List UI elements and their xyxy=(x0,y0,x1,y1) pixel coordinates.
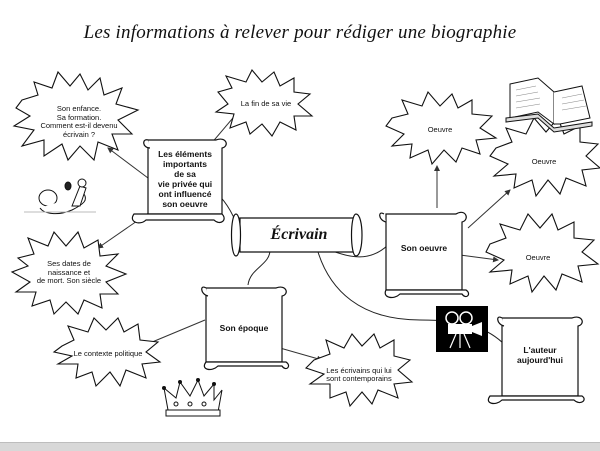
label-oeuvre-3: Oeuvre xyxy=(525,252,551,262)
book-icon xyxy=(505,77,593,133)
arrow-lines xyxy=(97,111,511,362)
auteur-line-2: aujourd'hui xyxy=(517,355,563,365)
bubble-contexte xyxy=(52,317,162,388)
vie-privee-line-3: de sa xyxy=(174,169,196,179)
vie-privee-line-2: importants xyxy=(163,159,207,169)
diagram-title: Les informations à relever pour rédiger … xyxy=(83,22,517,43)
label-contexte: Le contexte politique xyxy=(73,348,143,358)
dates-line-1: Ses dates de xyxy=(47,259,91,269)
dates-line-2: naissance et xyxy=(47,267,91,277)
vie-privee-line-1: Les éléments xyxy=(158,149,212,159)
label-vie-privee: Les éléments importants de sa vie privée… xyxy=(148,148,222,210)
enfance-line-2: Sa formation. xyxy=(56,112,102,122)
vie-privee-line-5: ont influencé xyxy=(158,189,212,199)
label-auteur-aujourdhui: L'auteur aujourd'hui xyxy=(502,340,578,370)
auteur-line-1: L'auteur xyxy=(523,345,557,355)
bubble-oeuvre-1 xyxy=(385,90,498,166)
bottom-scrollbar[interactable] xyxy=(0,442,600,451)
label-son-oeuvre: Son oeuvre xyxy=(400,243,448,253)
scroll-auteur xyxy=(487,316,585,405)
scroll-ecrivain xyxy=(230,213,363,257)
label-son-epoque: Son époque xyxy=(219,323,269,333)
scroll-oeuvre xyxy=(379,211,470,299)
vie-privee-line-4: vie privée qui xyxy=(157,179,213,189)
crown-icon xyxy=(162,378,223,417)
label-fin-vie: La fin de sa vie xyxy=(240,98,292,108)
label-dates: Ses dates de naissance et de mort. Son s… xyxy=(26,256,112,290)
bubble-contemporains xyxy=(304,333,414,408)
bubble-fin-vie xyxy=(214,69,314,137)
enfance-line-4: écrivain ? xyxy=(62,129,96,139)
vie-privee-line-6: son oeuvre xyxy=(162,199,208,209)
enfance-line-1: Son enfance. xyxy=(56,104,102,113)
scroll-vie-privee xyxy=(131,138,227,224)
bubble-oeuvre-3 xyxy=(485,212,600,294)
scroll-epoque xyxy=(201,286,290,371)
bubble-oeuvre-2 xyxy=(489,116,600,198)
dates-line-3: de mort. Son siècle xyxy=(36,276,102,286)
label-oeuvre-2: Oeuvre xyxy=(531,156,557,166)
center-node-ecrivain: Écrivain xyxy=(270,225,328,243)
contemporains-line-1: Les écrivains qui lui xyxy=(326,365,392,375)
label-contemporains: Les écrivains qui lui sont contemporains xyxy=(316,362,402,388)
camera-icon xyxy=(436,306,488,352)
bubble-dates xyxy=(10,230,128,316)
label-enfance: Son enfance. Sa formation. Comment est-i… xyxy=(34,100,124,144)
label-oeuvre-1: Oeuvre xyxy=(427,124,453,134)
bubble-enfance xyxy=(12,70,140,162)
contemporains-line-2: sont contemporains xyxy=(326,374,392,383)
enfance-line-3: Comment est-il devenu xyxy=(40,121,118,130)
baby-icon xyxy=(24,178,96,215)
